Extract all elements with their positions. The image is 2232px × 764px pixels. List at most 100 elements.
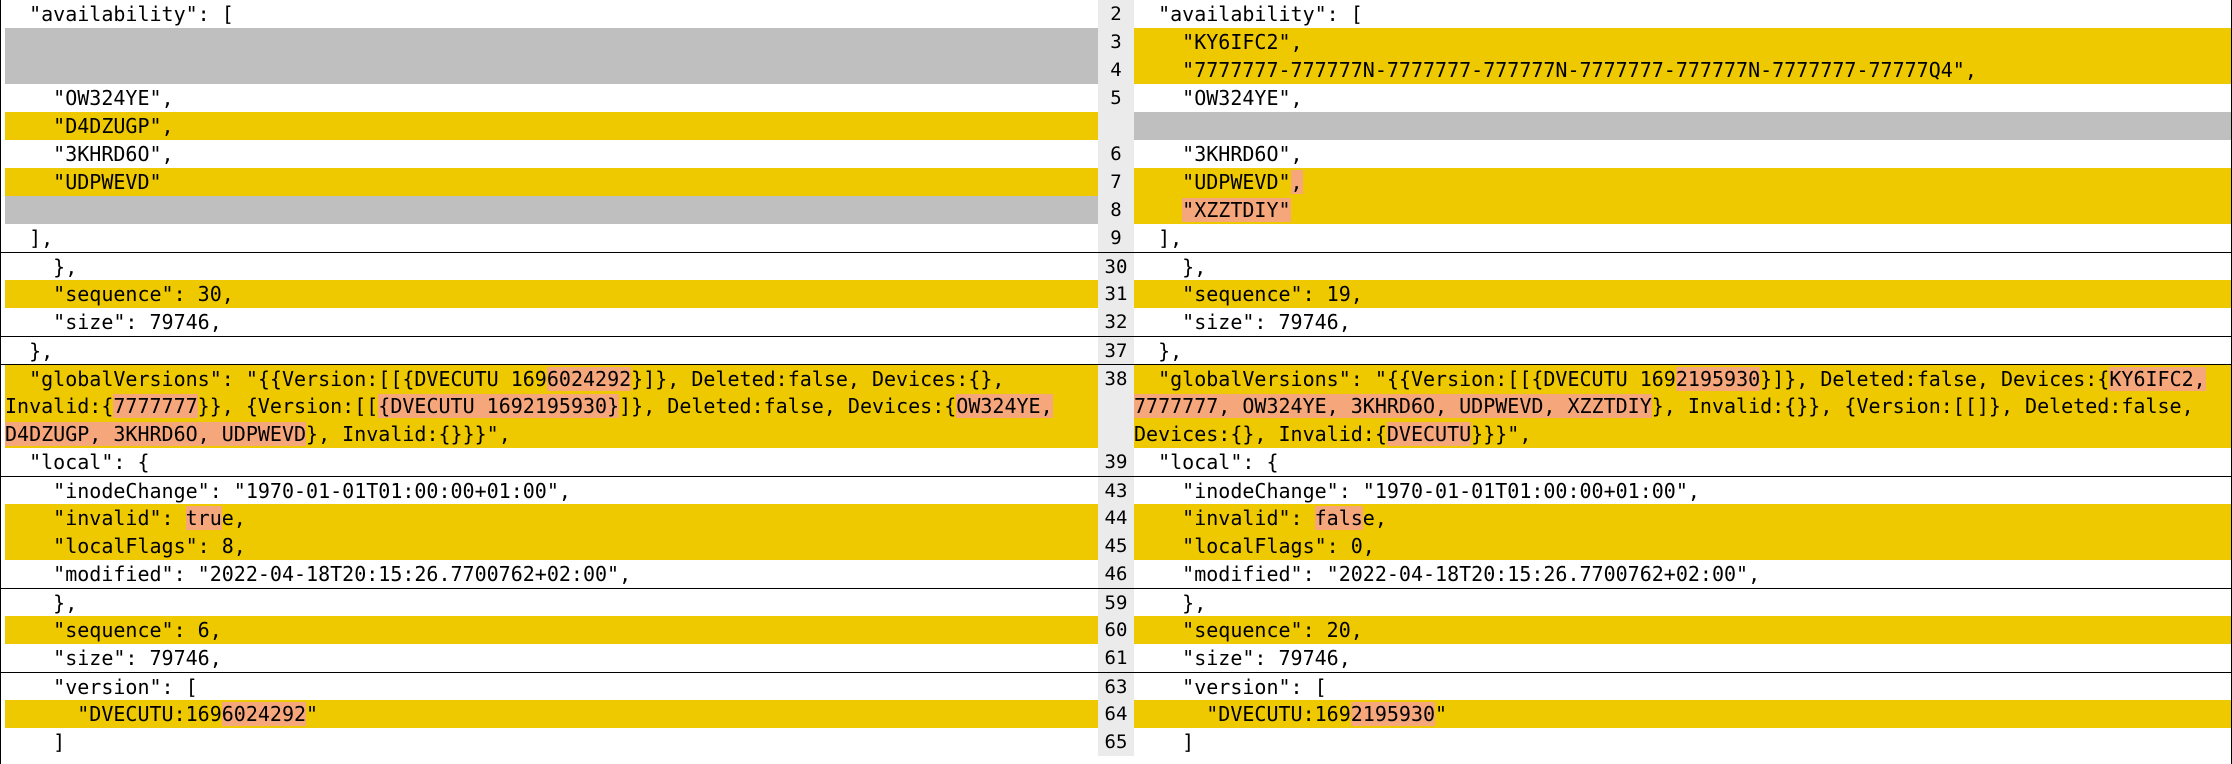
line-number: 64 (1098, 700, 1134, 728)
line-segment: }}}", (1471, 422, 1532, 446)
line-text: "modified": "2022-04-18T20:15:26.7700762… (5, 560, 1098, 588)
line-segment: ], (1134, 226, 1183, 250)
line-text: "size": 79746, (5, 308, 1098, 336)
diff-line (1, 196, 1098, 224)
line-number: 44 (1098, 504, 1134, 532)
line-segment: "7777777-777777N-7777777-777777N-7777777… (1134, 58, 1977, 82)
line-text: ], (5, 224, 1098, 252)
diff-line: "size": 79746, (1, 644, 1098, 672)
line-segment: "sequence": 20, (1134, 618, 1363, 642)
diff-line: 59 }, (1098, 588, 2231, 616)
line-segment: }, Invalid:{}}}", (306, 422, 511, 446)
line-number: 43 (1098, 477, 1134, 504)
line-segment: Devices:{}, Invalid:{ (1134, 422, 1387, 446)
line-text: "3KHRD6O", (1134, 140, 2231, 168)
diff-line: "sequence": 6, (1, 616, 1098, 644)
line-segment: }, (5, 591, 78, 615)
word-change-highlight: 2195930 (1675, 367, 1761, 391)
line-number: 6 (1098, 140, 1134, 168)
line-text: "7777777-777777N-7777777-777777N-7777777… (1134, 56, 2231, 84)
word-change-highlight: tru (185, 506, 222, 530)
diff-pane-left[interactable]: "availability": [ "OW324YE", "D4DZUGP", … (0, 0, 1098, 764)
diff-line: "inodeChange": "1970-01-01T01:00:00+01:0… (1, 476, 1098, 504)
line-number: 4 (1098, 56, 1134, 84)
line-text: "version": [ (5, 673, 1098, 700)
line-segment: "UDPWEVD" (1134, 170, 1291, 194)
line-text: "inodeChange": "1970-01-01T01:00:00+01:0… (1134, 477, 2231, 504)
diff-line: 61 "size": 79746, (1098, 644, 2231, 672)
line-segment: "sequence": 6, (5, 618, 222, 642)
diff-line: 9 ], (1098, 224, 2231, 252)
diff-line: 7777777, OW324YE, 3KHRD6O, UDPWEVD, XZZT… (1098, 392, 2231, 420)
line-text (5, 196, 1098, 224)
diff-line: 38 "globalVersions": "{{Version:[[{DVECU… (1098, 364, 2231, 392)
line-text: "invalid": true, (5, 504, 1098, 532)
line-text: "3KHRD6O", (5, 140, 1098, 168)
word-change-highlight: KY6IFC2, (2109, 367, 2206, 391)
line-segment: ], (5, 226, 54, 250)
line-text: "local": { (5, 448, 1098, 476)
line-text: 7777777, OW324YE, 3KHRD6O, UDPWEVD, XZZT… (1134, 392, 2231, 420)
diff-line: 64 "DVECUTU:1692195930" (1098, 700, 2231, 728)
line-text: "UDPWEVD", (1134, 168, 2231, 196)
diff-line: 3 "KY6IFC2", (1098, 28, 2231, 56)
diff-line: 32 "size": 79746, (1098, 308, 2231, 336)
line-segment: Invalid:{ (5, 394, 114, 418)
line-segment: "localFlags": 0, (1134, 534, 1375, 558)
line-text: "availability": [ (5, 0, 1098, 28)
line-segment: " (1435, 702, 1448, 726)
line-segment: }]}, Deleted:false, Devices:{ (1760, 367, 2110, 391)
diff-line: D4DZUGP, 3KHRD6O, UDPWEVD}, Invalid:{}}}… (1, 420, 1098, 448)
line-segment: "OW324YE", (1134, 86, 1303, 110)
word-change-highlight: 7777777, OW324YE, 3KHRD6O, UDPWEVD, XZZT… (1134, 394, 1652, 418)
line-number: 7 (1098, 168, 1134, 196)
diff-line: "localFlags": 8, (1, 532, 1098, 560)
line-segment: }, (1134, 339, 1183, 363)
line-text: }, (5, 337, 1098, 364)
line-segment: ] (1134, 730, 1195, 754)
line-number: 63 (1098, 673, 1134, 700)
line-segment: "globalVersions": "{{Version:[[{DVECUTU … (1134, 367, 1676, 391)
word-change-highlight: , (1290, 170, 1303, 194)
line-segment: "UDPWEVD" (5, 170, 162, 194)
line-text: "size": 79746, (1134, 308, 2231, 336)
line-segment: }, (1134, 255, 1207, 279)
line-segment: "availability": [ (1134, 2, 1363, 26)
diff-line: 63 "version": [ (1098, 672, 2231, 700)
line-text: D4DZUGP, 3KHRD6O, UDPWEVD}, Invalid:{}}}… (5, 420, 1098, 448)
line-segment: e, (1362, 506, 1387, 530)
line-text: "size": 79746, (5, 644, 1098, 672)
diff-line: }, (1, 588, 1098, 616)
line-number: 3 (1098, 28, 1134, 56)
line-text: "localFlags": 8, (5, 532, 1098, 560)
line-segment: }, (5, 255, 78, 279)
word-change-highlight: 6024292 (546, 367, 632, 391)
diff-line: ] (1, 728, 1098, 756)
diff-line: 44 "invalid": false, (1098, 504, 2231, 532)
line-text: Devices:{}, Invalid:{DVECUTU}}}", (1134, 420, 2231, 448)
line-segment: }, (5, 339, 54, 363)
diff-pane-right[interactable]: 2 "availability": [3 "KY6IFC2",4 "777777… (1098, 0, 2232, 764)
diff-line: Devices:{}, Invalid:{DVECUTU}}}", (1098, 420, 2231, 448)
line-segment (1134, 198, 1182, 222)
diff-line: 7 "UDPWEVD", (1098, 168, 2231, 196)
word-change-highlight: {DVECUTU 1692195930} (378, 394, 620, 418)
line-number: 30 (1098, 253, 1134, 280)
word-change-highlight: 7777777 (113, 394, 198, 418)
line-text: }, (1134, 253, 2231, 280)
line-segment: "local": { (1134, 450, 1279, 474)
line-text: }, (5, 589, 1098, 616)
line-text: "globalVersions": "{{Version:[[{DVECUTU … (1134, 365, 2231, 392)
diff-line: "3KHRD6O", (1, 140, 1098, 168)
diff-line: 8 "XZZTDIY" (1098, 196, 2231, 224)
line-segment: "globalVersions": "{{Version:[[{DVECUTU … (5, 367, 547, 391)
line-text: Invalid:{7777777}}, {Version:[[{DVECUTU … (5, 392, 1098, 420)
line-number: 8 (1098, 196, 1134, 224)
line-text: "DVECUTU:1692195930" (1134, 700, 2231, 728)
diff-line: 65 ] (1098, 728, 2231, 756)
line-segment: "invalid": (5, 506, 186, 530)
line-segment: "invalid": (1134, 506, 1315, 530)
line-number: 65 (1098, 728, 1134, 756)
line-segment: "localFlags": 8, (5, 534, 246, 558)
